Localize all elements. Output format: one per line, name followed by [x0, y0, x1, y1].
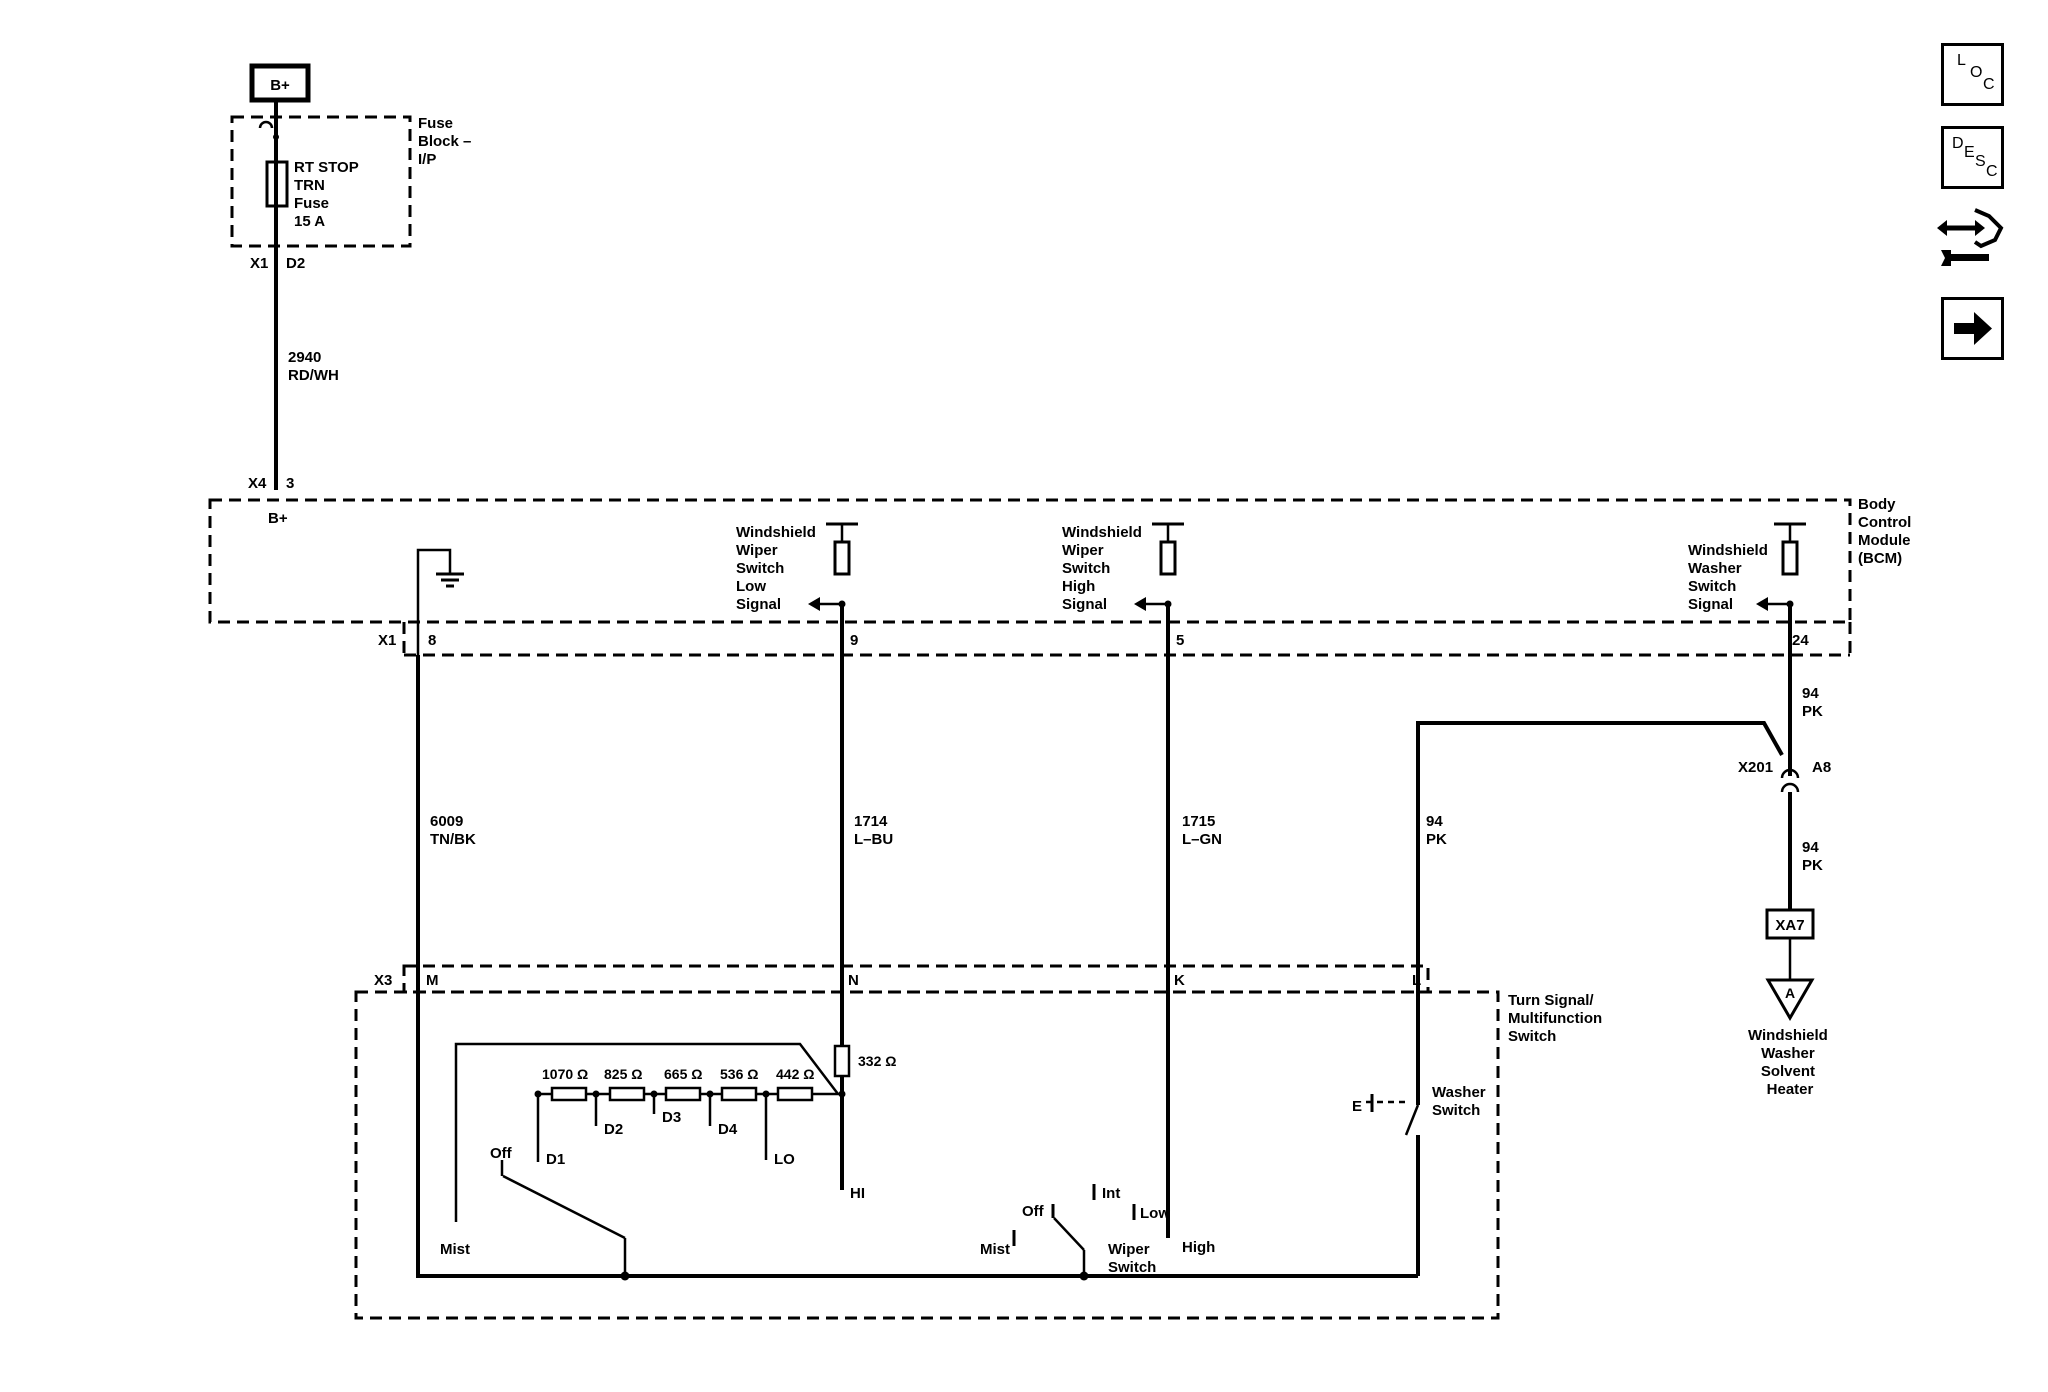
- desc-letter-c: C: [1986, 163, 1998, 180]
- mist-switch-mist: Mist: [440, 1241, 470, 1258]
- fuse-block-name: Fuse Block – I/P: [418, 115, 476, 168]
- svg-text:1070 Ω: 1070 Ω: [542, 1066, 588, 1082]
- svg-text:442 Ω: 442 Ω: [776, 1066, 814, 1082]
- desc-letter-d: D: [1952, 135, 1964, 152]
- tap-d2: D2: [604, 1121, 623, 1138]
- bcm: Body Control Module (BCM) X4 3 B+ X1 8 9…: [208, 475, 1916, 660]
- wiper-switch-label: Wiper Switch: [1108, 1241, 1156, 1276]
- wire-94-switch: [1416, 721, 1784, 1105]
- resistor-825: 825 Ω: [604, 1066, 646, 1102]
- tap-lo: LO: [774, 1151, 795, 1168]
- splice-x201: X201 A8: [1738, 759, 1831, 793]
- splice-pin: A8: [1812, 759, 1831, 776]
- svg-text:825 Ω: 825 Ω: [604, 1066, 642, 1082]
- solvent-heater: XA7 A Windshield Washer Solvent Heater: [1748, 908, 1832, 1098]
- power-source: B+: [249, 63, 311, 103]
- wiper-pos-int: Int: [1102, 1185, 1120, 1202]
- wire-1715-label: 1715 L–GN: [1182, 813, 1222, 848]
- bcm-pin-9: 9: [850, 632, 858, 649]
- fuse-connector: X1: [250, 255, 268, 272]
- arrow-right-icon: [1954, 312, 1992, 345]
- fuse-label: RT STOP TRN Fuse 15 A: [294, 159, 363, 230]
- wire-1714-label: 1714 L–BU: [854, 813, 893, 848]
- wire-6009-label: 6009 TN/BK: [430, 813, 476, 848]
- bcm-power-connector: X4: [248, 475, 267, 492]
- switch-pin-l: L: [1412, 972, 1421, 989]
- mist-switch: Off Mist: [440, 1042, 839, 1276]
- wiper-switch: Off Int Low Mist High Wiper Switch: [980, 1184, 1215, 1276]
- resistor-536: 536 Ω: [720, 1066, 758, 1102]
- wiper-pos-low: Low: [1140, 1205, 1170, 1222]
- multifunction-switch: Turn Signal/ Multifunction Switch X3 M N…: [354, 964, 1606, 1320]
- wiper-pos-mist: Mist: [980, 1241, 1010, 1258]
- heater-connector: XA7: [1775, 917, 1804, 934]
- high-signal-label: Windshield Wiper Switch High Signal: [1062, 524, 1146, 613]
- mist-switch-off: Off: [490, 1145, 513, 1162]
- heater-name: Windshield Washer Solvent Heater: [1748, 1027, 1832, 1098]
- loc-letter-c: C: [1983, 76, 1995, 93]
- ground-symbol: [416, 548, 464, 660]
- bcm-power-pin: 3: [286, 475, 294, 492]
- resistor-665: 665 Ω: [664, 1066, 702, 1102]
- switch-pin-k: K: [1174, 972, 1185, 989]
- next-page-button[interactable]: [1941, 297, 2004, 360]
- resistor-442: 442 Ω: [776, 1066, 814, 1102]
- washer-switch-label: Washer Switch: [1432, 1084, 1490, 1119]
- low-signal-input: [808, 522, 858, 611]
- wiper-pos-high: High: [1182, 1239, 1215, 1256]
- bcm-connector: X1: [378, 632, 396, 649]
- connector-wrench-icon: [1937, 208, 2004, 266]
- component-tools-button[interactable]: [1935, 206, 2005, 272]
- bcm-name: Body Control Module (BCM): [1858, 496, 1916, 567]
- heater-pin: A: [1785, 985, 1795, 1001]
- wire-94-bcm-label: 94 PK: [1802, 685, 1823, 720]
- tap-d3: D3: [662, 1109, 681, 1126]
- loc-letter-o: O: [1970, 64, 1983, 81]
- resistor-ladder: 1070 Ω 825 Ω 665 Ω 536 Ω: [534, 1044, 896, 1202]
- switch-pin-n: N: [848, 972, 859, 989]
- desc-letter-e: E: [1964, 144, 1975, 161]
- washer-mech-label: E: [1352, 1098, 1362, 1115]
- wire-94-heater-label: 94 PK: [1802, 839, 1823, 874]
- washer-signal-input: [1756, 522, 1806, 611]
- bcm-pin-5: 5: [1176, 632, 1184, 649]
- resistor-1070: 1070 Ω: [542, 1066, 588, 1102]
- wiper-pos-off: Off: [1022, 1203, 1045, 1220]
- wire-2940-label: 2940 RD/WH: [288, 349, 339, 384]
- bcm-pin-8: 8: [428, 632, 436, 649]
- wire-94-switch-label: 94 PK: [1426, 813, 1447, 848]
- high-signal-input: [1134, 522, 1184, 611]
- svg-text:332 Ω: 332 Ω: [858, 1053, 896, 1069]
- location-button[interactable]: L O C: [1941, 43, 2004, 106]
- resistor-332: 332 Ω: [833, 1044, 896, 1078]
- description-button[interactable]: D E S C: [1941, 126, 2004, 189]
- power-label: B+: [270, 77, 290, 94]
- tap-d1: D1: [546, 1151, 565, 1168]
- splice-name: X201: [1738, 759, 1773, 776]
- fuse-block: Fuse Block – I/P RT STOP TRN Fuse 15 A X…: [230, 115, 476, 272]
- desc-letter-s: S: [1975, 153, 1986, 170]
- switch-connector: X3: [374, 972, 392, 989]
- washer-switch: E Washer Switch: [1352, 1084, 1490, 1136]
- low-signal-label: Windshield Wiper Switch Low Signal: [736, 524, 820, 613]
- switch-module-name: Turn Signal/ Multifunction Switch: [1508, 992, 1606, 1045]
- svg-text:536 Ω: 536 Ω: [720, 1066, 758, 1082]
- fuse-pin: D2: [286, 255, 305, 272]
- bcm-power-label: B+: [268, 510, 288, 527]
- bcm-pin-24: 24: [1792, 632, 1809, 649]
- tap-hi: HI: [850, 1185, 865, 1202]
- tap-d4: D4: [718, 1121, 738, 1138]
- switch-pin-m: M: [426, 972, 439, 989]
- washer-signal-label: Windshield Washer Switch Signal: [1688, 542, 1772, 613]
- loc-letter-l: L: [1957, 52, 1966, 69]
- svg-text:665 Ω: 665 Ω: [664, 1066, 702, 1082]
